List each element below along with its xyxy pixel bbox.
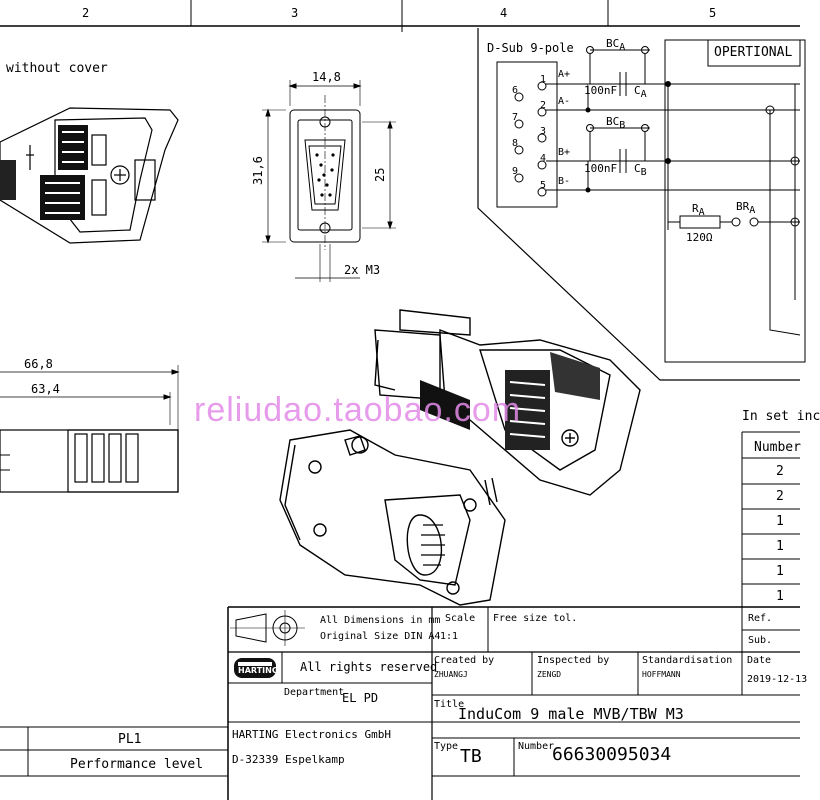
column-number-5: 5 xyxy=(709,6,717,20)
in-set-header: Number xyxy=(754,440,801,455)
created-by-label: Created by xyxy=(434,655,495,666)
without-cover-label: without cover xyxy=(6,61,108,76)
scale-label: Scale xyxy=(445,613,476,624)
standardisation-value: HOFFMANN xyxy=(642,670,681,679)
harting-logo-text: HARTING xyxy=(238,666,279,675)
type-label: Type xyxy=(434,741,459,752)
department-label: Department xyxy=(284,687,345,698)
ca-label: CA xyxy=(634,84,647,101)
signal-a-minus: A- xyxy=(558,96,571,107)
free-size-tol: Free size tol. xyxy=(493,613,578,624)
column-number-3: 3 xyxy=(291,6,299,20)
in-set-number-2: 2 xyxy=(776,489,784,504)
bca-label: BCA xyxy=(606,37,626,54)
watermark: reliudao.taobao.com xyxy=(194,391,522,429)
standardisation-label: Standardisation xyxy=(642,655,733,666)
sub-label: Sub. xyxy=(748,635,773,646)
dim-height-inner: 25 xyxy=(373,167,387,182)
company-name: HARTING Electronics GmbH xyxy=(232,728,391,741)
dim-length-inner: 63,4 xyxy=(31,382,60,396)
pin-4: 4 xyxy=(540,153,547,164)
side-view xyxy=(0,365,180,493)
pl-label: PL1 xyxy=(118,732,142,747)
performance-level: Performance level xyxy=(70,757,204,772)
in-set-number-6: 1 xyxy=(776,589,784,604)
in-set-number-5: 1 xyxy=(776,564,784,579)
dim-height-outer: 31,6 xyxy=(251,156,265,185)
department-value: EL PD xyxy=(342,691,379,705)
connector-3d-view xyxy=(279,309,641,606)
dim-length-outer: 66,8 xyxy=(24,357,53,371)
number-value: 66630095034 xyxy=(552,744,672,765)
in-set-table xyxy=(741,431,800,607)
optional-label: OPERTIONAL xyxy=(714,45,793,60)
bcb-label: BCB xyxy=(606,115,626,132)
signal-b-minus: B- xyxy=(558,176,571,187)
bra-label: BRA xyxy=(736,200,756,217)
cb-label: CB xyxy=(634,162,647,179)
in-set-number-1: 2 xyxy=(776,464,784,479)
company-address: D-32339 Espelkamp xyxy=(232,753,345,766)
signal-a-plus: A+ xyxy=(558,69,571,80)
scale-value: 1:1 xyxy=(440,631,459,642)
inspected-by-value: ZENGD xyxy=(537,670,562,679)
title-value: InduCom 9 male MVB/TBW M3 xyxy=(458,705,684,723)
pin-7: 7 xyxy=(512,112,519,123)
ref-label: Ref. xyxy=(748,613,773,624)
type-value: TB xyxy=(460,746,482,767)
pin-3: 3 xyxy=(540,126,547,137)
pin-5: 5 xyxy=(540,180,547,191)
created-by-value: ZHUANGJ xyxy=(434,670,468,679)
all-dimensions-note: All Dimensions in mm xyxy=(320,615,441,626)
title-label: Title xyxy=(434,699,465,710)
number-label: Number xyxy=(518,741,555,752)
cap-b-value: 100nF xyxy=(584,162,618,175)
signal-b-plus: B+ xyxy=(558,147,571,158)
in-set-number-4: 1 xyxy=(776,539,784,554)
front-view-dsub xyxy=(262,80,396,282)
in-set-title: In set inc xyxy=(742,409,820,424)
dsub-label: D-Sub 9-pole xyxy=(487,41,574,55)
ra-label: RA xyxy=(692,202,705,219)
pin-6: 6 xyxy=(512,85,519,96)
in-set-number-3: 1 xyxy=(776,514,784,529)
rights-reserved: All rights reserved xyxy=(300,660,438,674)
dim-screws: 2x M3 xyxy=(344,263,381,277)
pin-2: 2 xyxy=(540,100,547,111)
column-number-4: 4 xyxy=(500,6,508,20)
pin-1: 1 xyxy=(540,74,547,85)
date-label: Date xyxy=(747,655,772,666)
original-size-note: Original Size DIN A4 xyxy=(320,631,441,642)
connector-without-cover-view xyxy=(0,107,179,244)
frame-top-strip xyxy=(0,0,800,32)
pin-8: 8 xyxy=(512,138,519,149)
inspected-by-label: Inspected by xyxy=(537,655,610,666)
column-number-2: 2 xyxy=(82,6,90,20)
resistor-value: 120Ω xyxy=(686,231,713,244)
cap-a-value: 100nF xyxy=(584,84,618,97)
title-block xyxy=(0,606,800,800)
dim-width: 14,8 xyxy=(312,70,341,84)
schematic-box xyxy=(477,28,806,381)
pin-9: 9 xyxy=(512,166,519,177)
date-value: 2019-12-13 xyxy=(747,674,808,685)
